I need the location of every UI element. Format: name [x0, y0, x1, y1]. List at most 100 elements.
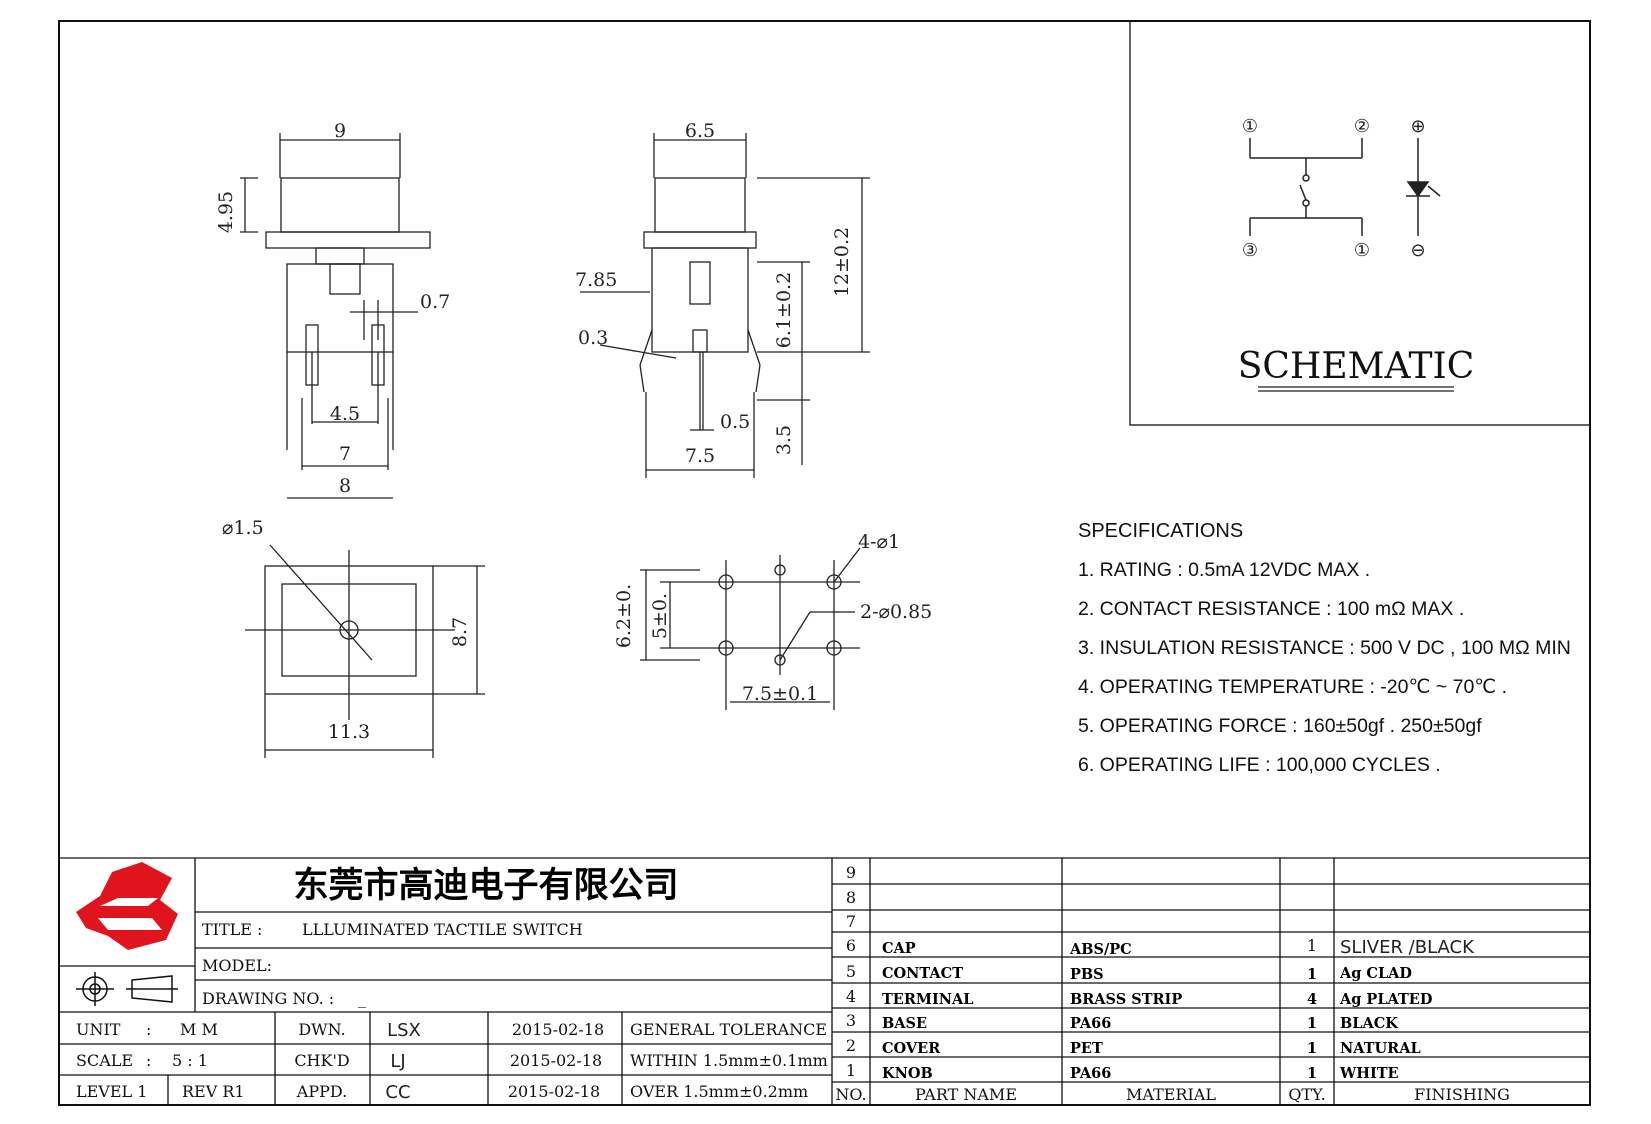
spec-item: 4. OPERATING TEMPERATURE : -20℃ ~ 70℃ . [1078, 676, 1507, 698]
bom-material: ABS/PC [1069, 941, 1132, 958]
bom-no: 1 [846, 1061, 856, 1080]
dim-front-width: 6.5 [685, 120, 715, 142]
company-logo [76, 862, 178, 950]
tolerance-within: WITHIN 1.5mm±0.1mm [630, 1051, 828, 1070]
schematic-box [1129, 20, 1591, 426]
pcb-layout [640, 547, 861, 710]
spec-item: 2. CONTACT RESISTANCE : 100 mΩ MAX . [1078, 598, 1464, 620]
bom-part: BASE [882, 1015, 927, 1032]
bom-header-qty: QTY. [1288, 1085, 1325, 1104]
bom-material: PA66 [1070, 1065, 1111, 1082]
schematic-symbol [1249, 138, 1441, 236]
schematic-label: SCHEMATIC [1238, 346, 1475, 387]
bom-row: 8 [846, 888, 856, 907]
bom-row: 9 [846, 863, 856, 882]
spec-item: 1. RATING : 0.5mA 12VDC MAX . [1078, 559, 1370, 581]
schematic-pin-1a: ① [1242, 116, 1258, 137]
bom-no: 9 [846, 863, 856, 882]
bom-header-material: MATERIAL [1126, 1085, 1216, 1104]
bom-material: PA66 [1070, 1015, 1111, 1032]
title-block-grid [59, 857, 1590, 1105]
scale-sep: : [146, 1051, 151, 1070]
bom-row: 7 [846, 912, 856, 931]
tolerance-over: OVER 1.5mm±0.2mm [630, 1082, 808, 1101]
dim-pcb-62: 6.2±0. [613, 584, 635, 648]
bom-finish: WHITE [1339, 1065, 1399, 1082]
bom-part: KNOB [882, 1065, 933, 1082]
bom-no: 2 [846, 1036, 856, 1055]
dim-pcb-75: 7.5±0.1 [742, 683, 818, 705]
dim-front-pin: 3.5 [773, 425, 795, 455]
spec-item: 5. OPERATING FORCE : 160±50gf . 250±50gf [1078, 715, 1482, 737]
dwn-label: DWN. [298, 1020, 345, 1039]
scale-value: 5 : 1 [172, 1051, 208, 1070]
scale-label: SCALE [76, 1051, 133, 1070]
rev-value: REV R1 [182, 1082, 245, 1101]
model-label: MODEL: [202, 956, 272, 975]
bom-row: 5 CONTACT PBS 1 Ag CLAD [846, 962, 1412, 983]
dwn-date: 2015-02-18 [512, 1020, 604, 1039]
schematic-pin-1b: ① [1354, 240, 1370, 261]
bom-no: 6 [846, 936, 856, 955]
dim-side-width: 9 [334, 120, 346, 142]
bom-part: CONTACT [882, 965, 963, 982]
bom-finish: SLIVER /BLACK [1340, 937, 1475, 958]
appd-date: 2015-02-18 [508, 1082, 600, 1101]
bom-row: 2 COVER PET 1 NATURAL [846, 1036, 1421, 1057]
schematic-pin-3: ③ [1242, 240, 1258, 261]
unit-sep: : [146, 1020, 151, 1039]
chk-label: CHK'D [294, 1051, 349, 1070]
bom-no: 8 [846, 888, 856, 907]
dim-side-pitch-mid: 7 [339, 443, 351, 465]
dim-pcb-5: 5±0. [649, 593, 671, 639]
bom-material: PBS [1070, 966, 1104, 983]
bom-qty: 1 [1307, 1015, 1317, 1032]
led-minus-pin: ⊖ [1410, 240, 1425, 261]
dim-side-pitch-outer: 8 [339, 475, 351, 497]
bom-header-part: PART NAME [915, 1085, 1017, 1104]
bom-part: TERMINAL [882, 991, 973, 1008]
top-view [245, 544, 485, 758]
title-value: LLLUMINATED TACTILE SWITCH [302, 920, 583, 939]
drawing-frame [58, 20, 1591, 1106]
dim-top-height: 8.7 [449, 617, 471, 647]
appd-label: APPD. [296, 1082, 347, 1101]
specs-heading: SPECIFICATIONS [1078, 520, 1243, 542]
drawing-no-label: DRAWING NO. : [202, 989, 334, 1008]
bom-part: COVER [882, 1040, 941, 1057]
bom-row: 4 TERMINAL BRASS STRIP 4 Ag PLATED [846, 987, 1433, 1008]
bom-row: 3 BASE PA66 1 BLACK [846, 1011, 1399, 1032]
chk-name: LJ [390, 1051, 405, 1072]
unit-label: UNIT [76, 1020, 121, 1039]
dim-top-hole: ⌀1.5 [222, 517, 264, 539]
title-label: TITLE : [202, 920, 262, 939]
bom-finish: Ag CLAD [1339, 965, 1412, 982]
dim-front-785: 7.85 [575, 269, 617, 291]
dim-front-05: 0.5 [720, 411, 750, 433]
bom-material: PET [1070, 1040, 1103, 1057]
bom-header: NO. PART NAME MATERIAL QTY. FINISHING [835, 1085, 1510, 1104]
bom-no: 3 [846, 1011, 856, 1030]
dim-front-total: 12±0.2 [831, 227, 853, 297]
bom-row: 6 CAP ABS/PC 1 SLIVER /BLACK [846, 936, 1475, 958]
dim-pcb-holes2: 2-⌀0.85 [860, 601, 932, 623]
schematic-pin-2: ② [1354, 116, 1370, 137]
bom-no: 4 [846, 987, 856, 1006]
bom-part: CAP [882, 940, 916, 957]
side-view [240, 133, 431, 499]
bom-row: 1 KNOB PA66 1 WHITE [846, 1061, 1399, 1082]
bom-qty: 1 [1307, 1040, 1317, 1057]
company-name: 东莞市高迪电子有限公司 [293, 866, 678, 906]
bom-qty: 4 [1307, 991, 1317, 1008]
front-view [580, 133, 870, 478]
dim-side-pitch-inner: 4.5 [330, 403, 360, 425]
dwn-name: LSX [387, 1020, 421, 1041]
drawing-no-value: _ [358, 989, 366, 1008]
dim-front-body: 6.1±0.2 [773, 272, 795, 348]
dim-top-width: 11.3 [328, 721, 370, 743]
bom-no: 7 [846, 912, 856, 931]
bom-header-finishing: FINISHING [1414, 1085, 1510, 1104]
bom-qty: 1 [1307, 966, 1317, 983]
dim-side-height: 4.95 [215, 191, 237, 233]
